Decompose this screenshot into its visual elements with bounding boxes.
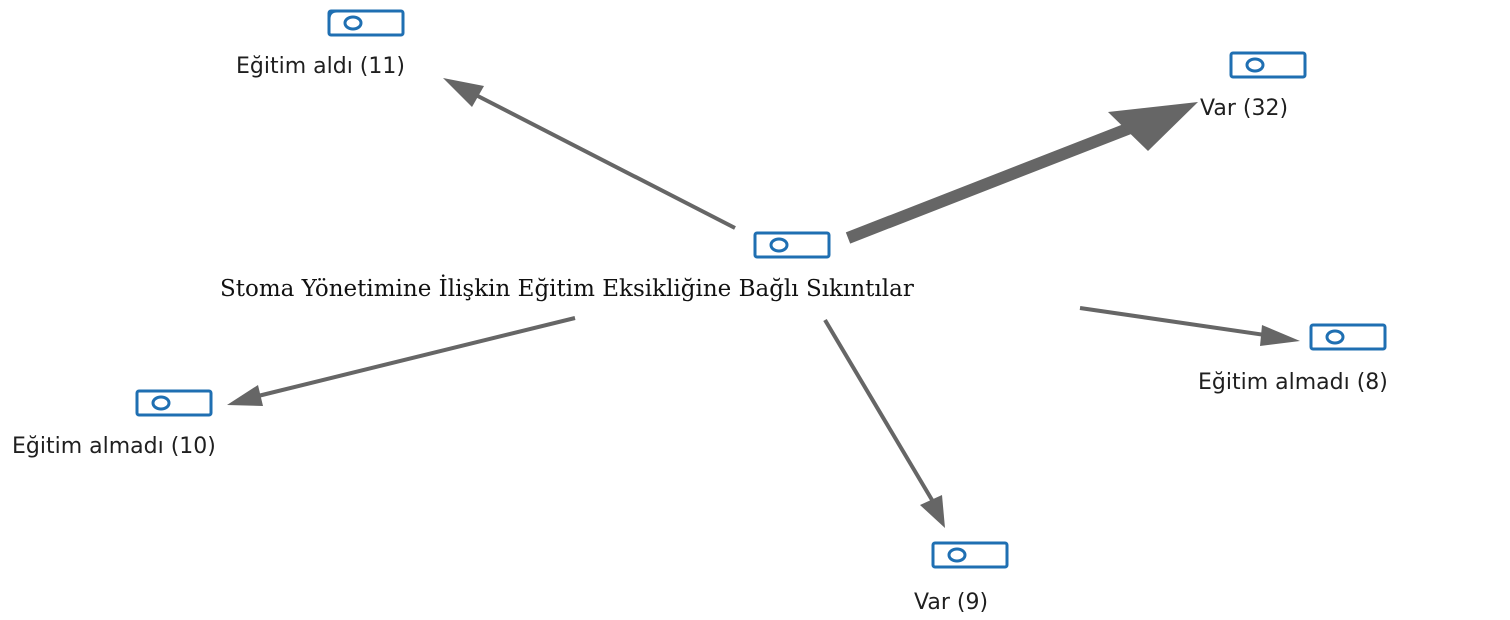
code-node-icon[interactable] bbox=[930, 540, 1010, 570]
center-node-label[interactable]: Stoma Yönetimine İlişkin Eğitim Eksikliğ… bbox=[220, 276, 914, 302]
node-label-var-32[interactable]: Var (32) bbox=[1200, 96, 1289, 121]
node-label-egitim-aldi[interactable]: Eğitim aldı (11) bbox=[236, 54, 405, 79]
arrowhead-egitim-almadi-8 bbox=[1260, 325, 1300, 346]
code-node-icon[interactable] bbox=[1308, 322, 1388, 352]
code-node-icon[interactable] bbox=[134, 388, 214, 418]
node-label-egitim-almadi-8[interactable]: Eğitim almadı (8) bbox=[1198, 370, 1388, 395]
edge-to-var-9 bbox=[823, 318, 937, 507]
arrowhead-egitim-aldi bbox=[443, 78, 484, 107]
code-node-icon[interactable] bbox=[1228, 50, 1308, 80]
node-label-var-9[interactable]: Var (9) bbox=[914, 590, 989, 615]
edge-to-egitim-almadi-10 bbox=[257, 316, 576, 398]
arrowhead-var-9 bbox=[920, 495, 945, 528]
node-label-egitim-almadi-10[interactable]: Eğitim almadı (10) bbox=[12, 434, 216, 459]
arrowhead-var-32 bbox=[1108, 102, 1198, 151]
edge-to-egitim-almadi-8 bbox=[1079, 306, 1273, 338]
edge-to-egitim-aldi bbox=[469, 90, 736, 230]
code-node-icon[interactable] bbox=[326, 8, 406, 38]
edge-to-var-32 bbox=[845, 122, 1133, 244]
code-node-icon[interactable] bbox=[752, 230, 832, 260]
arrowhead-egitim-almadi-10 bbox=[227, 385, 263, 406]
